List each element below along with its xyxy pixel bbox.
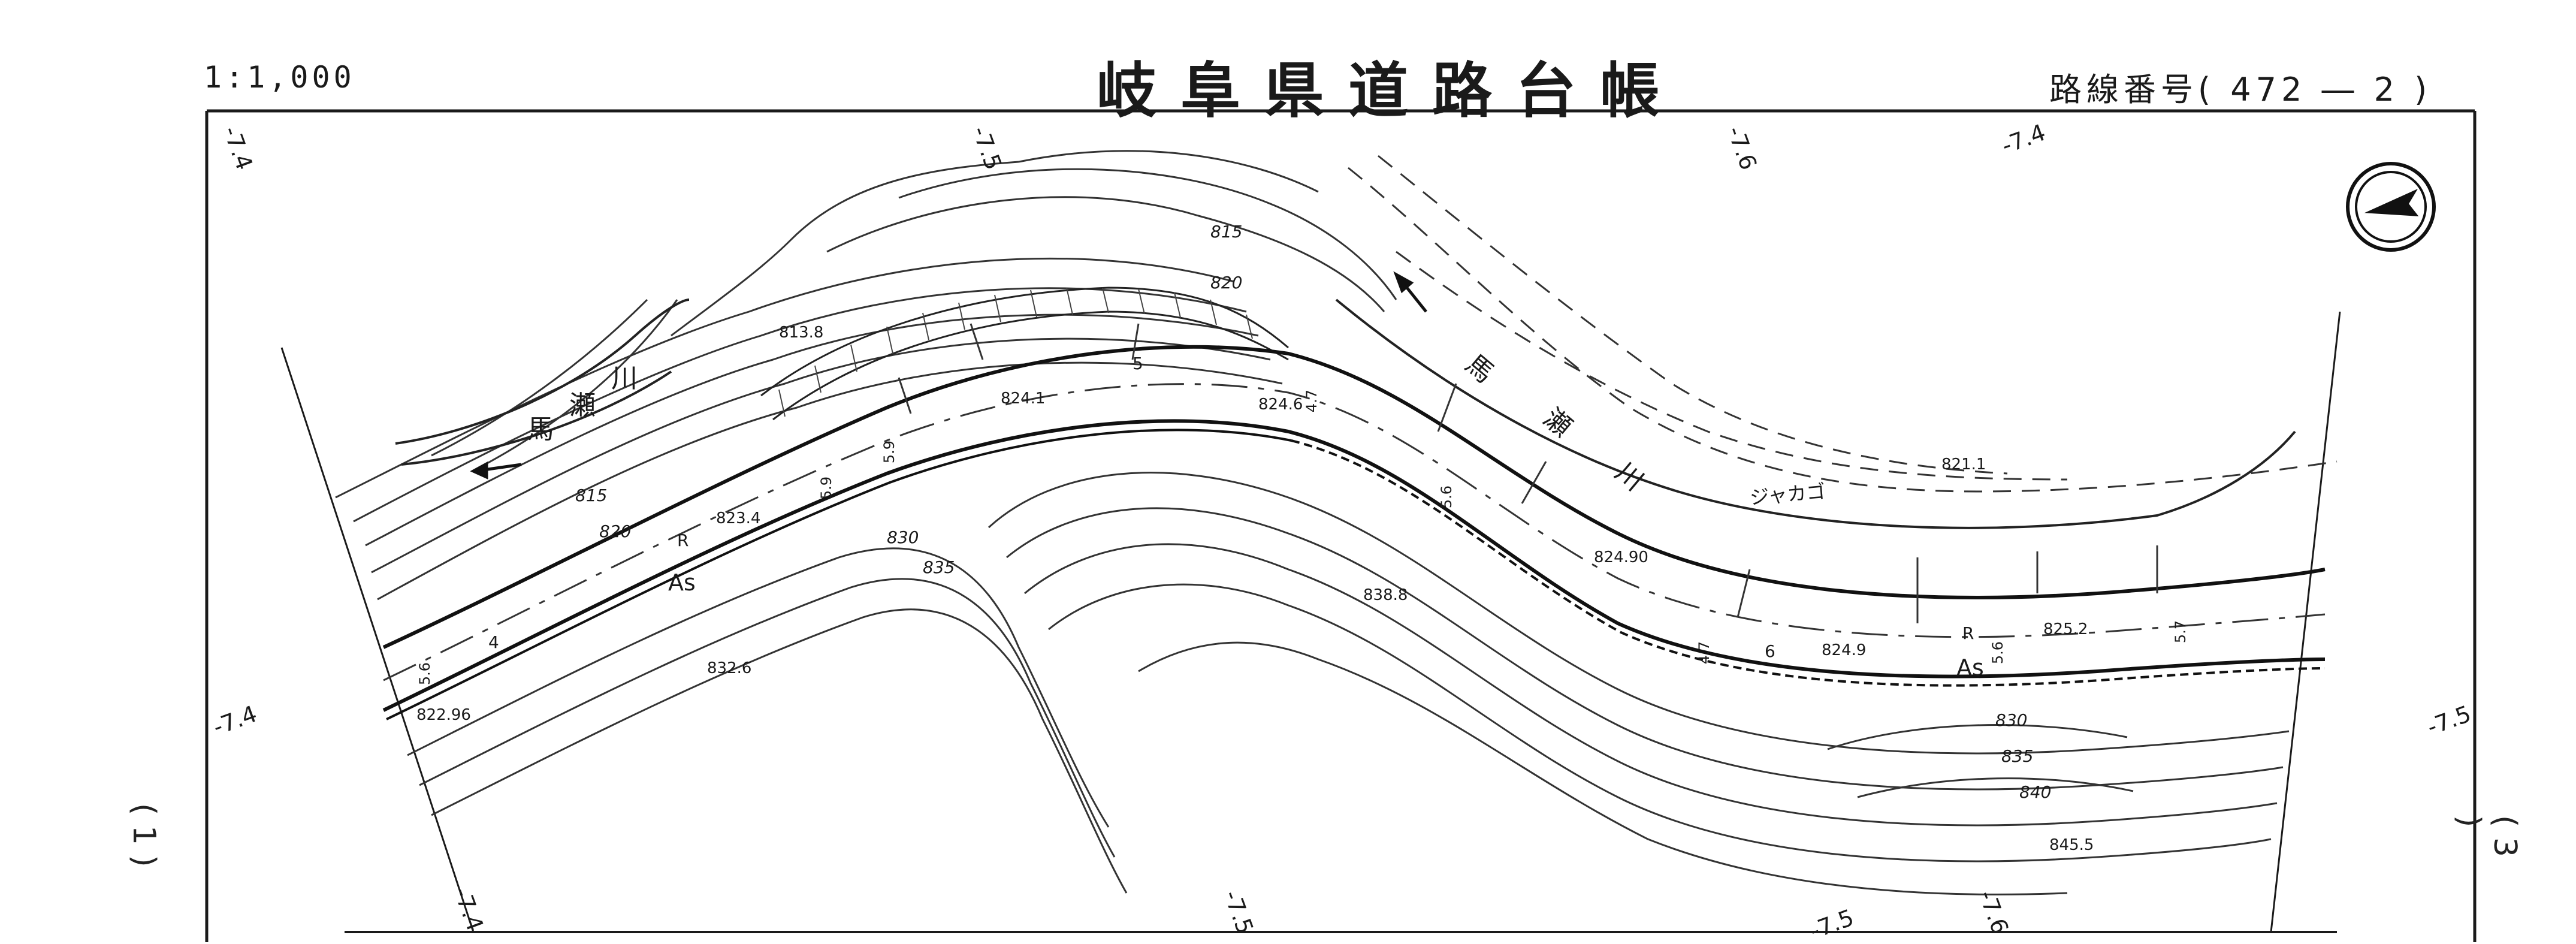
- spot-elevation: 825.2: [2043, 620, 2088, 638]
- contour-label: 815: [1210, 222, 1243, 242]
- surface-label: R: [677, 530, 689, 550]
- width-label: 4.7: [1303, 389, 1321, 413]
- spot-elevation: 824.90: [1594, 548, 1648, 566]
- guardrail: [386, 429, 2326, 720]
- sheet-frame: [205, 109, 2477, 942]
- river-label: 瀬: [569, 390, 596, 421]
- spot-elevation: 824.1: [1001, 390, 1046, 408]
- flow-arrow-icon: [470, 271, 1427, 479]
- surface-label: R: [1962, 623, 1974, 643]
- left-page-mark: ( 1 ): [126, 803, 162, 867]
- north-arrow-icon: [2346, 162, 2436, 252]
- contour-label: 845.5: [2049, 836, 2094, 854]
- road-edges: [382, 345, 2326, 712]
- river-dashed: [1348, 155, 2338, 493]
- river-banks: [395, 298, 2296, 529]
- contour-label: 830: [1995, 710, 2028, 730]
- width-label: 6: [1765, 641, 1775, 661]
- surface-label: As: [1956, 655, 1984, 681]
- surface-label: As: [668, 569, 696, 596]
- spot-elevation: 824.9: [1822, 641, 1867, 659]
- contour-label: 820: [599, 521, 632, 541]
- lower-contours: [407, 472, 2290, 895]
- width-label: 5.7: [2172, 620, 2190, 644]
- spot-elevation: 822.96: [416, 706, 471, 724]
- slope-marks: [898, 323, 2158, 623]
- contour-label: 835: [923, 557, 955, 577]
- spot-elevation: 824.6: [1258, 396, 1303, 414]
- contour-label: 820: [1210, 273, 1243, 292]
- retaining-wall: [760, 286, 1289, 421]
- page-title: 岐阜県道路台帳: [1097, 56, 1684, 126]
- width-label: 5.9: [818, 476, 835, 500]
- upper-contours: [335, 150, 1397, 601]
- road-centerline: [383, 383, 2326, 681]
- river-label: 馬: [527, 414, 554, 445]
- width-label: 5.9: [881, 440, 898, 464]
- width-label: 4.7: [1696, 641, 1713, 665]
- width-label: 5.6: [1989, 641, 2007, 665]
- spot-elevation: 823.4: [716, 509, 761, 527]
- width-label: 5.6: [416, 662, 434, 686]
- right-page-mark: ( 3 ): [2451, 815, 2523, 857]
- route-number: 路線番号( 472 ― 2 ): [2049, 71, 2432, 108]
- spot-elevation: 813.8: [779, 324, 824, 342]
- spot-elevation: 821.1: [1941, 456, 1986, 473]
- contour-label: 815: [575, 485, 608, 505]
- width-label: 5: [1133, 354, 1143, 373]
- river-label: 川: [611, 363, 638, 394]
- width-label: 4: [488, 632, 499, 652]
- map-scale: 1:1,000: [204, 60, 355, 95]
- contour-label: 830: [887, 527, 919, 547]
- retaining-wall-hatching: [778, 287, 1253, 417]
- spot-elevation: 838.8: [1363, 586, 1408, 604]
- width-label: 5.6: [1438, 485, 1455, 509]
- spot-elevation: 832.6: [707, 659, 752, 677]
- contour-label: 835: [2001, 746, 2034, 766]
- contour-label: 840: [2019, 782, 2052, 802]
